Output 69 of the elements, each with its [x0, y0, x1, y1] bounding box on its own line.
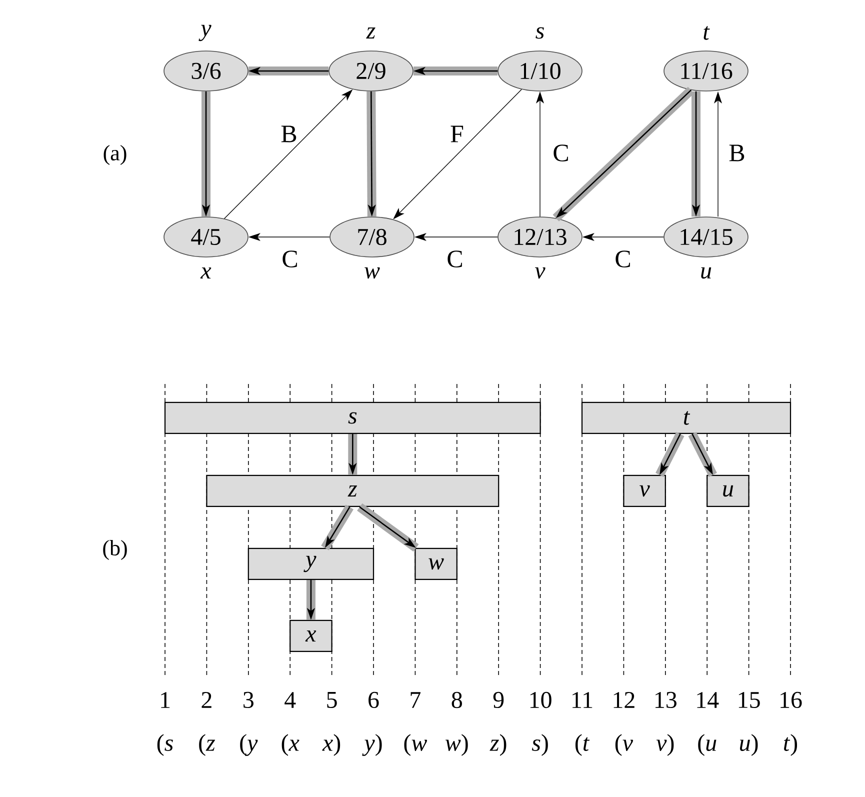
- number-label: 3: [244, 692, 254, 708]
- shaded-arrow: [552, 86, 694, 222]
- edge-label: C: [614, 250, 632, 268]
- number-label: 15: [738, 692, 760, 708]
- shaded-arrow: [306, 580, 316, 620]
- vertex-label: s: [536, 27, 544, 39]
- parenthesis-label: (y: [240, 734, 258, 756]
- vertex-label: w: [364, 267, 380, 279]
- interval-bar: w: [414, 548, 458, 580]
- shaded-arrow: [688, 432, 717, 477]
- number-label: 2: [202, 692, 212, 708]
- edge-label: C: [280, 250, 300, 268]
- vertex-label: u: [701, 267, 712, 279]
- shaded-arrow: [357, 503, 419, 552]
- panel-label: (a): [104, 145, 126, 165]
- interval-bar: z: [206, 474, 500, 508]
- parenthesis-label: (u: [698, 734, 716, 756]
- edge-label: C: [552, 144, 570, 162]
- number-label: 7: [410, 692, 420, 708]
- shaded-arrow: [366, 91, 376, 217]
- shaded-arrow: [202, 91, 210, 217]
- parenthesis-label: (w: [404, 734, 428, 756]
- vertex-label: x: [200, 267, 212, 278]
- vertex-label: z: [366, 27, 376, 38]
- parenthesis-label: u): [740, 734, 758, 756]
- number-label: 4: [284, 692, 296, 708]
- parenthesis-label: (x: [282, 734, 300, 756]
- number-label: 12: [614, 692, 634, 708]
- parenthesis-label: w): [445, 734, 468, 756]
- shaded-arrow: [348, 434, 358, 475]
- parenthesis-label: v): [656, 734, 674, 756]
- parenthesis-label: (s: [157, 734, 173, 756]
- edge-label: F: [449, 124, 465, 144]
- edge-label: C: [446, 250, 464, 268]
- shaded-arrow: [413, 66, 498, 76]
- shaded-arrow: [321, 504, 354, 550]
- interval-bar: s: [164, 402, 541, 434]
- number-label: 16: [780, 692, 802, 708]
- shaded-arrow: [692, 91, 700, 217]
- number-label: 5: [327, 692, 337, 708]
- number-label: 8: [452, 692, 462, 708]
- parenthesis-label: (v: [615, 734, 634, 756]
- vertex-label: y: [198, 24, 212, 42]
- parenthesis-label: x): [322, 734, 340, 756]
- interval-bar: v: [623, 474, 666, 508]
- parenthesis-label: y): [362, 734, 382, 756]
- edge-label: B: [728, 144, 746, 162]
- number-label: 1: [161, 692, 170, 708]
- edge-label: B: [280, 124, 298, 144]
- number-label: 13: [656, 692, 676, 708]
- parenthesis-label: s): [532, 734, 548, 756]
- shaded-arrow: [248, 66, 329, 76]
- interval-bar: u: [706, 474, 750, 508]
- number-label: 9: [493, 692, 504, 708]
- number-label: 14: [697, 692, 719, 708]
- interval-bar: t: [581, 402, 792, 434]
- parenthesis-label: (z: [199, 734, 216, 756]
- shaded-arrow: [656, 432, 684, 477]
- vertex-label: v: [535, 267, 546, 279]
- parenthesis-label: z): [490, 734, 506, 756]
- interval-bar: x: [290, 620, 332, 652]
- panel-label: (b): [103, 540, 127, 560]
- parenthesis-label: t): [784, 734, 798, 756]
- vertex-label: t: [704, 26, 710, 40]
- parenthesis-label: (t: [575, 734, 590, 756]
- number-label: 10: [530, 692, 552, 708]
- interval-bar: y: [248, 548, 374, 580]
- number-label: 6: [368, 692, 379, 708]
- number-label: 11: [572, 692, 592, 708]
